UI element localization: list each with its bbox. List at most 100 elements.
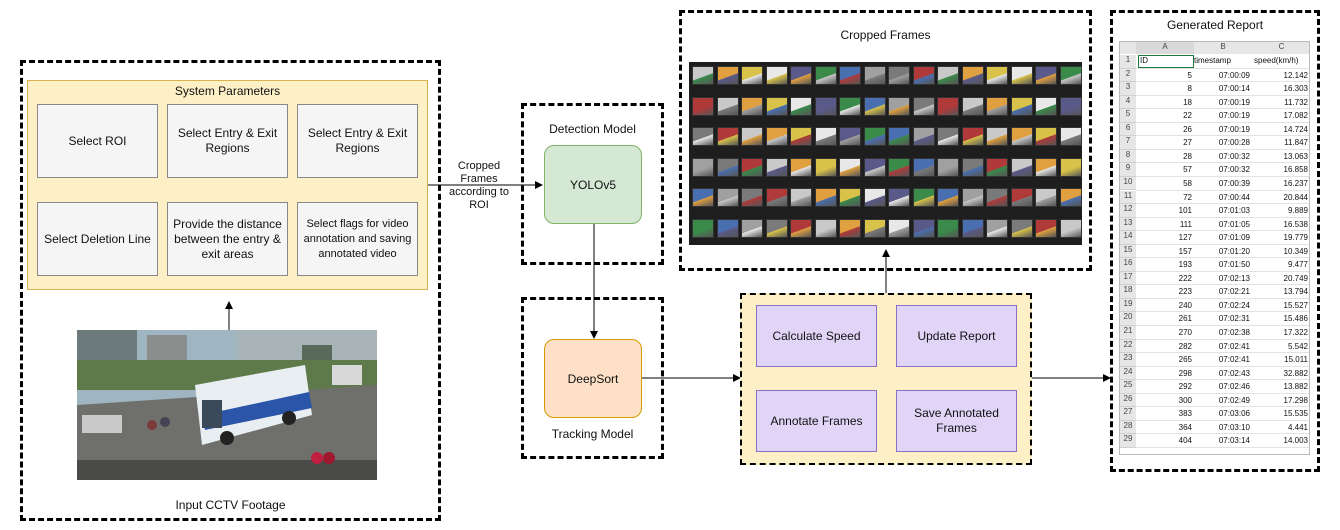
row-number: 2 [1120,68,1136,83]
cell-speed: 14.724 [1283,124,1308,134]
cropped-frame-thumbnail [888,218,910,238]
cell-timestamp: 07:03:14 [1218,436,1250,446]
annotate-frames-box: Annotate Frames [756,390,877,452]
cropped-frame-thumbnail [790,127,812,146]
row-gridline [1136,297,1309,299]
generated-report-section [1110,10,1320,472]
select-roi-box: Select ROI [37,104,158,178]
cell-id: 261 [1178,314,1192,324]
cell-speed: 17.298 [1283,395,1308,405]
cropped-frame-thumbnail [814,96,837,116]
cropped-frame-thumbnail [863,66,886,85]
cropped-frame-thumbnail [790,66,812,85]
row-gridline [1136,433,1309,435]
row-gridline [1136,216,1309,218]
cell-timestamp: 07:00:19 [1218,97,1250,107]
cropped-frame-thumbnail [912,218,935,238]
cell-id: 193 [1178,260,1192,270]
detection-model-title: Detection Model [549,122,636,136]
row-gridline [1136,392,1309,394]
row-gridline [1136,175,1309,177]
cell-id: 292 [1178,382,1192,392]
cell-id: 240 [1178,300,1192,310]
deepsort-node: DeepSort [544,339,642,418]
cell-timestamp: 07:00:44 [1218,192,1250,202]
cropped-frame-thumbnail [1010,157,1033,177]
select-entry-exit-box: Select Entry & Exit Regions [167,104,288,178]
select-entry-exit-box-2: Select Entry & Exit Regions [297,104,418,178]
cell-timestamp: 07:00:19 [1218,124,1250,134]
cropped-frame-thumbnail [1010,188,1033,207]
cell-id: 404 [1178,436,1192,446]
cell-speed: 13.063 [1283,151,1308,161]
cropped-frame-thumbnail [716,96,739,116]
select-deletion-line-box: Select Deletion Line [37,202,158,276]
row-number: 21 [1120,326,1136,340]
cropped-frame-thumbnail [961,66,984,85]
cropped-frame-thumbnail [888,188,910,207]
detection-model-section [521,103,664,265]
row-number: 4 [1120,95,1136,110]
cropped-frame-thumbnail [888,127,910,146]
row-gridline [1136,148,1309,150]
cropped-frame-thumbnail [888,96,910,116]
cropped-frame-thumbnail [741,96,763,116]
cropped-frame-thumbnail [839,188,861,207]
row-gridline [1136,365,1309,367]
row-gridline [1136,203,1309,205]
cropped-frame-thumbnail [790,218,812,238]
cell-timestamp: 07:00:32 [1218,151,1250,161]
row-gridline [1136,81,1309,83]
cropped-frame-thumbnail [986,218,1008,238]
cell-timestamp: 07:01:05 [1218,219,1250,229]
cell-timestamp: 07:02:49 [1218,395,1250,405]
row-gridline [1136,406,1309,408]
cropped-frame-thumbnail [716,66,739,85]
cropped-frame-thumbnail [1059,66,1082,85]
street-scene [77,330,377,480]
cell-speed: 15.486 [1283,314,1308,324]
cropped-frame-thumbnail [1010,127,1033,146]
cell-timestamp: 07:02:43 [1218,368,1250,378]
cropped-frame-thumbnail [1059,188,1082,207]
row-gridline [1136,243,1309,245]
row-gridline [1136,352,1309,354]
row-number: 29 [1120,434,1136,448]
cropped-frame-thumbnail [961,218,984,238]
cropped-frame-thumbnail [986,127,1008,146]
row-number: 20 [1120,312,1136,326]
cropped-frame-thumbnail [937,188,959,207]
cropped-frame-thumbnail [1035,127,1057,146]
cell-id: 111 [1179,219,1192,229]
cell-timestamp: 07:02:41 [1218,341,1250,351]
row-number: 15 [1120,244,1136,259]
row-number: 18 [1120,285,1136,299]
corner-cell [1120,42,1136,54]
cell-speed: 11.732 [1284,97,1308,107]
cropped-frame-thumbnail [863,188,886,207]
row-gridline [1136,338,1309,340]
row-number: 6 [1120,122,1136,137]
cropped-frame-thumbnail [765,127,788,146]
cropped-frame-thumbnail [765,157,788,177]
cropped-frame-thumbnail [986,157,1008,177]
cropped-frame-thumbnail [692,157,714,177]
cropped-frame-thumbnail [1035,218,1057,238]
yolov5-node: YOLOv5 [544,145,642,224]
cropped-frame-thumbnail [765,218,788,238]
cropped-frame-thumbnail [961,96,984,116]
row-number: 13 [1120,217,1136,232]
cell-id: 222 [1178,273,1192,283]
row-gridline [1136,67,1309,69]
cell-id: 223 [1178,287,1192,297]
cropped-frame-thumbnail [1059,218,1082,238]
row-number: 19 [1120,298,1136,313]
row-number: 23 [1120,353,1136,367]
cropped-frames-grid [689,62,1082,245]
update-report-box: Update Report [896,305,1017,367]
row-gridline [1136,121,1309,123]
cell-id: 300 [1178,395,1192,405]
cell-timestamp: 07:02:38 [1218,328,1250,337]
cropped-frame-thumbnail [814,157,837,177]
